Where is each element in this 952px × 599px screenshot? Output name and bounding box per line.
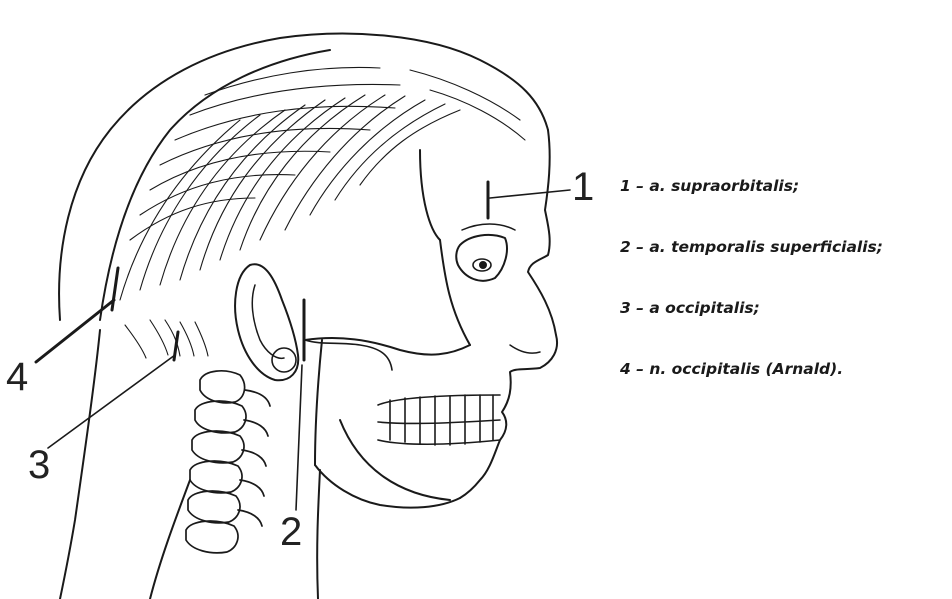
leader-line-4: [36, 300, 114, 362]
temporal-line: [420, 150, 440, 240]
leader-line-2: [296, 365, 302, 510]
legend-item-superficial-temporal-artery: 2 – a. temporalis superficialis;: [620, 237, 950, 257]
hair-back-line: [100, 50, 330, 320]
pupil: [480, 262, 486, 268]
ear: [235, 264, 298, 380]
leader-line-1: [490, 190, 570, 198]
neck-front-line: [317, 470, 320, 599]
cheekbone-line: [440, 240, 470, 345]
orbit-outline: [456, 235, 507, 281]
throat-line: [150, 480, 190, 599]
vessel-markers: [112, 182, 488, 360]
mandible-inner: [340, 420, 450, 500]
callout-number-2: 2: [280, 510, 302, 554]
jaw-outline: [315, 465, 460, 508]
hair-strands: [120, 67, 525, 358]
legend-item-supraorbital-artery: 1 – a. supraorbitalis;: [620, 176, 950, 196]
zygomatic-arch: [305, 338, 470, 355]
neck-back-line: [60, 330, 100, 599]
teeth: [378, 395, 500, 445]
nostril: [510, 345, 540, 353]
cervical-spine: [186, 371, 270, 553]
leader-line-3: [48, 355, 175, 448]
callout-number-4: 4: [6, 355, 28, 399]
scalp-outline: [59, 34, 548, 320]
callout-number-3: 3: [28, 443, 50, 487]
mandible-ramus: [315, 340, 322, 465]
callout-number-1: 1: [572, 165, 594, 209]
legend-list: 1 – a. supraorbitalis; 2 – a. temporalis…: [620, 176, 950, 420]
legend-item-occipital-artery: 3 – a occipitalis;: [620, 298, 950, 318]
legend-item-occipital-nerve: 4 – n. occipitalis (Arnald).: [620, 359, 950, 379]
brow: [462, 224, 515, 230]
